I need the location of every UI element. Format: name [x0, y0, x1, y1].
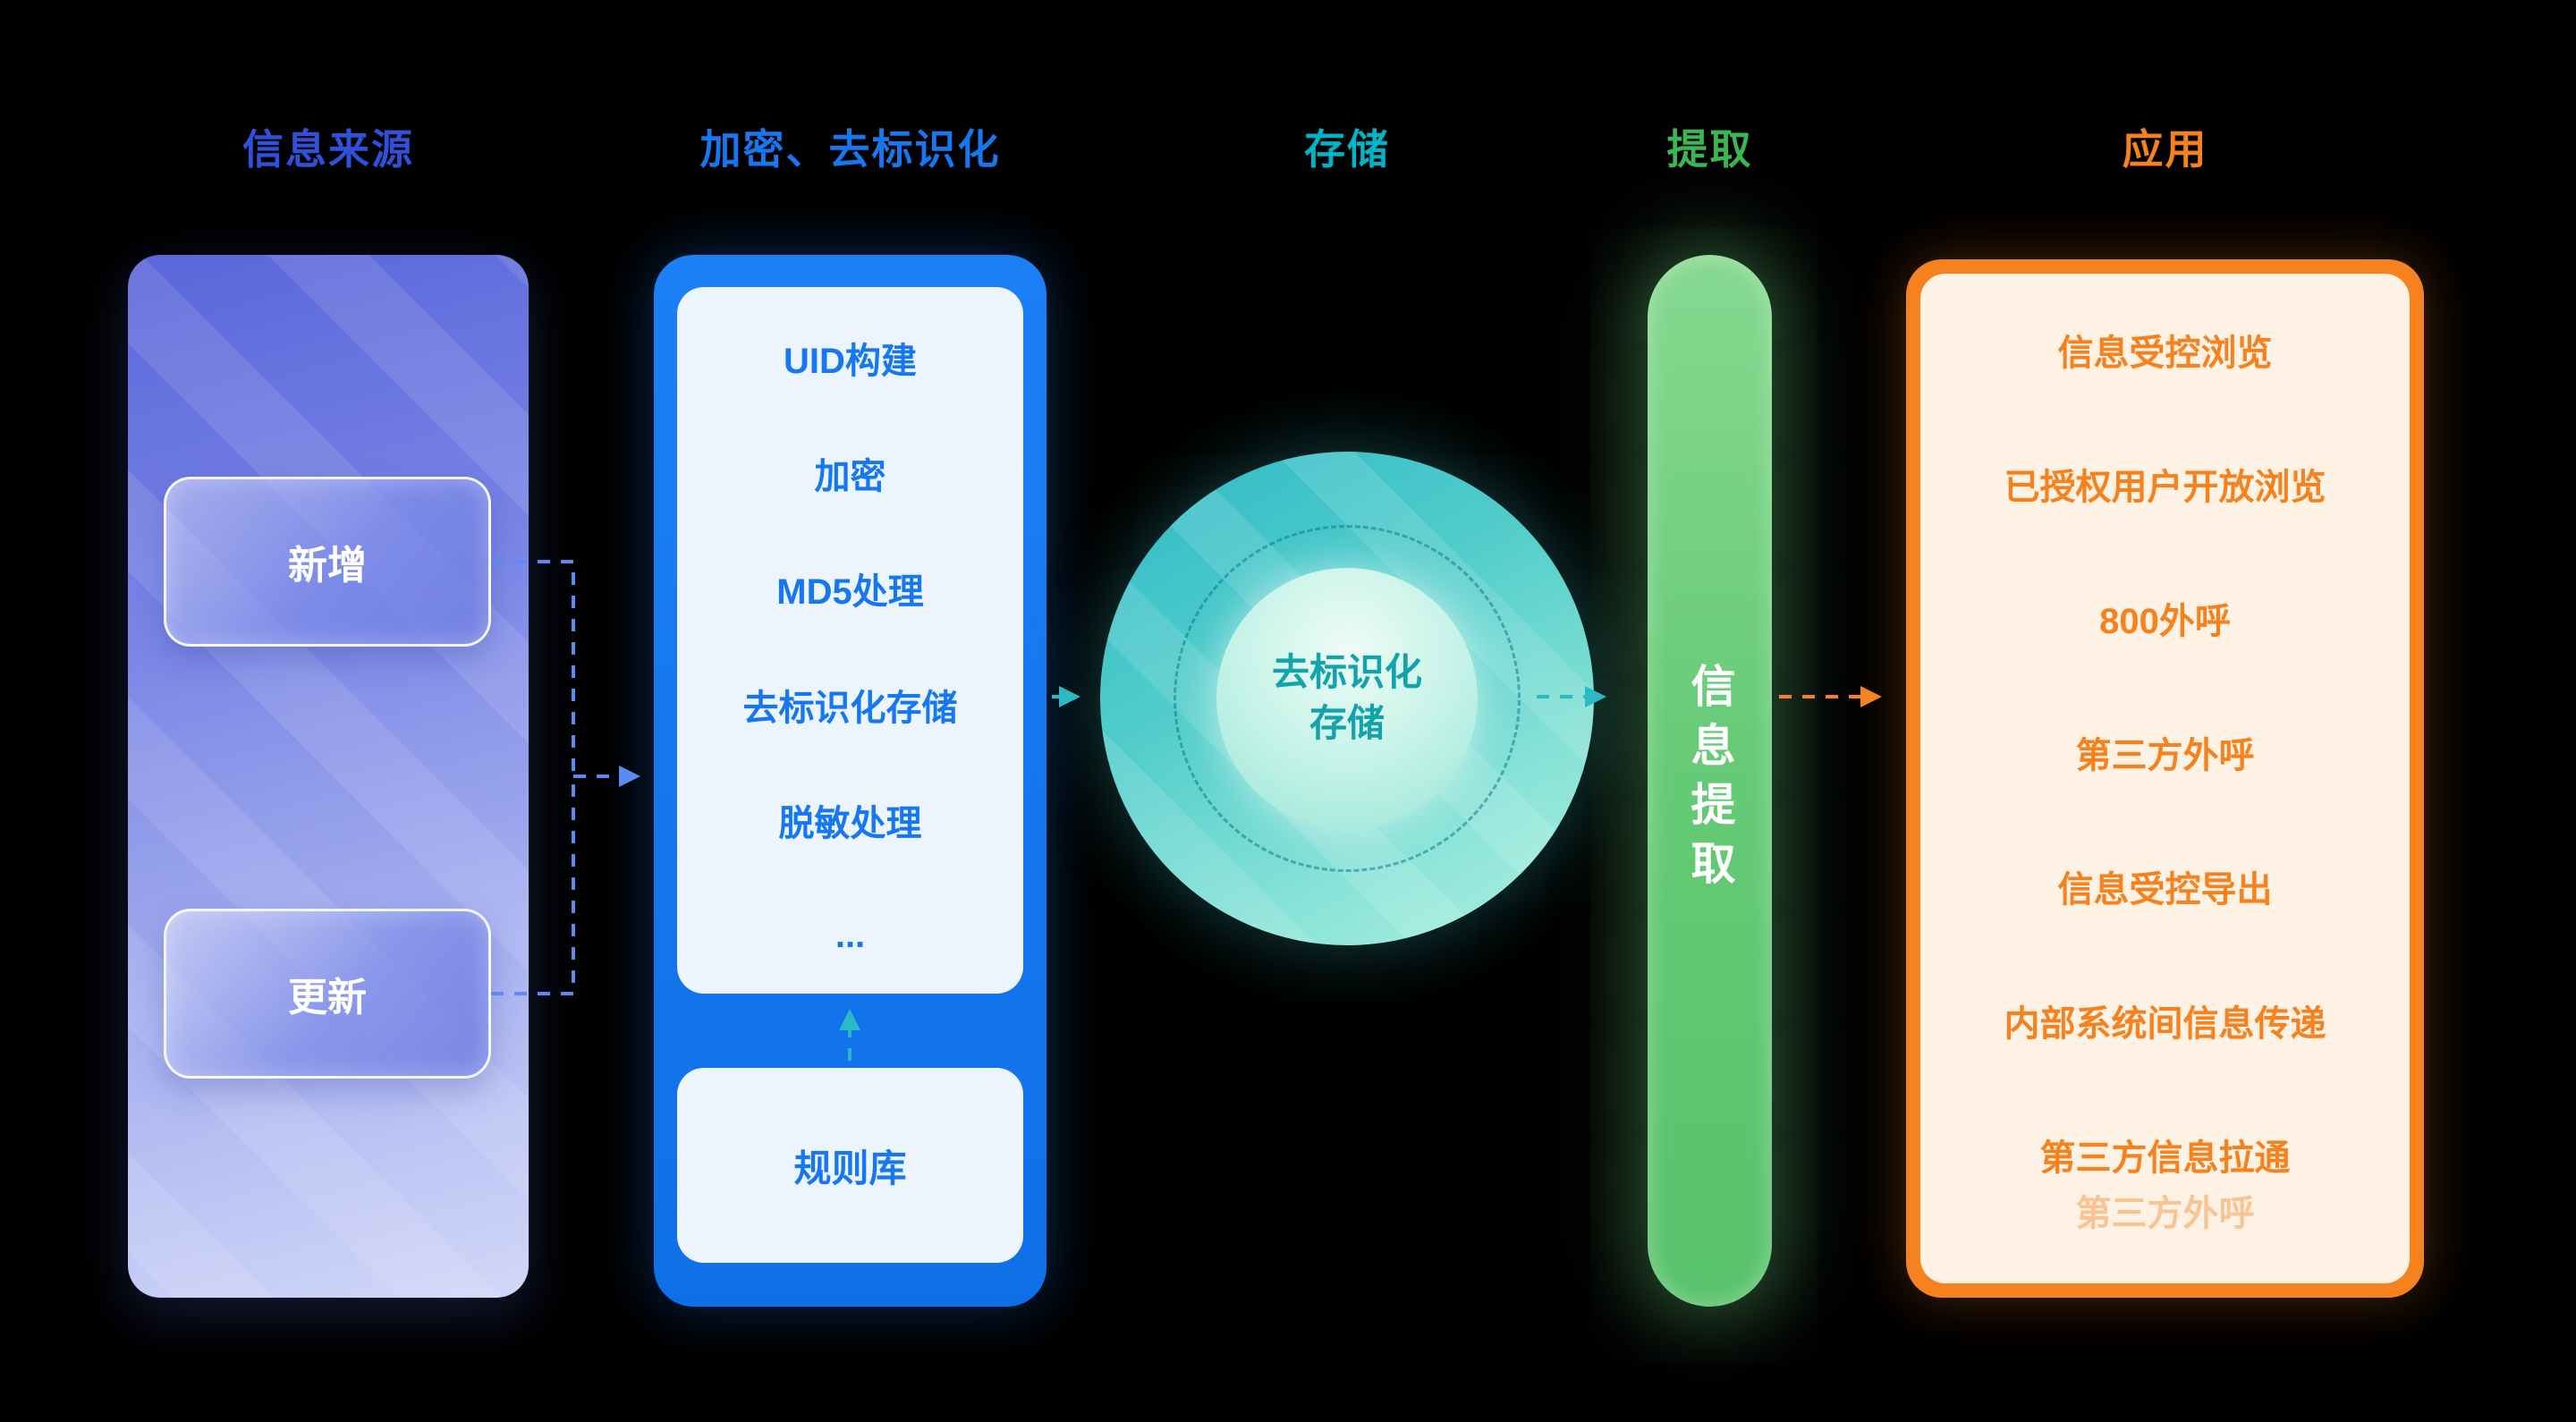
encryption-step: UID构建: [784, 341, 917, 381]
storage-circle: 去标识化 存储: [1100, 452, 1594, 945]
column-header-extraction: 提取: [1666, 126, 1753, 173]
column-header-source: 信息来源: [242, 126, 414, 173]
source-item-add-label: 新增: [288, 544, 367, 588]
storage-label-line2: 存储: [1309, 702, 1385, 744]
application-item: 800外呼: [2099, 602, 2231, 641]
encryption-step-ellipsis: ...: [835, 915, 866, 955]
encryption-steps-box: UID构建 加密 MD5处理 去标识化存储 脱敏处理 ...: [677, 287, 1023, 994]
extraction-bar-label: 信息提取: [1684, 663, 1735, 899]
column-header-encryption: 加密、去标识化: [699, 126, 1001, 173]
application-panel: 信息受控浏览 已授权用户开放浏览 800外呼 第三方外呼 信息受控导出 内部系统…: [1906, 259, 2424, 1298]
application-item: 信息受控导出: [2057, 870, 2273, 910]
application-item-partial: 第三方外呼: [2075, 1194, 2255, 1233]
application-item: 内部系统间信息传递: [2004, 1004, 2326, 1044]
encryption-step: 去标识化存储: [742, 688, 958, 728]
extraction-bar: 信息提取: [1648, 255, 1772, 1307]
encryption-step: 加密: [814, 456, 886, 496]
application-item: 信息受控浏览: [2057, 334, 2273, 373]
encryption-step: MD5处理: [776, 572, 924, 613]
storage-dashed-ring: [1174, 525, 1521, 872]
application-panel-inner: 信息受控浏览 已授权用户开放浏览 800外呼 第三方外呼 信息受控导出 内部系统…: [1920, 274, 2410, 1283]
application-item: 第三方外呼: [2075, 736, 2255, 775]
storage-inner-circle: 去标识化 存储: [1216, 568, 1478, 829]
rule-library-box: 规则库: [677, 1068, 1023, 1263]
source-item-update-label: 更新: [288, 976, 367, 1020]
encryption-panel: UID构建 加密 MD5处理 去标识化存储 脱敏处理 ... 规则库: [654, 255, 1046, 1307]
storage-label-line1: 去标识化: [1271, 651, 1422, 694]
application-item: 已授权用户开放浏览: [2004, 468, 2326, 507]
application-item: 第三方信息拉通: [2039, 1138, 2291, 1178]
column-header-application: 应用: [2122, 126, 2208, 173]
source-item-update: 更新: [164, 909, 491, 1079]
rule-library-label: 规则库: [793, 1147, 907, 1189]
application-list: 信息受控浏览 已授权用户开放浏览 800外呼 第三方外呼 信息受控导出 内部系统…: [1920, 283, 2410, 1222]
source-panel: 新增 更新: [128, 255, 529, 1298]
source-item-add: 新增: [164, 477, 491, 647]
column-header-storage: 存储: [1304, 126, 1390, 173]
encryption-step: 脱敏处理: [778, 803, 922, 843]
